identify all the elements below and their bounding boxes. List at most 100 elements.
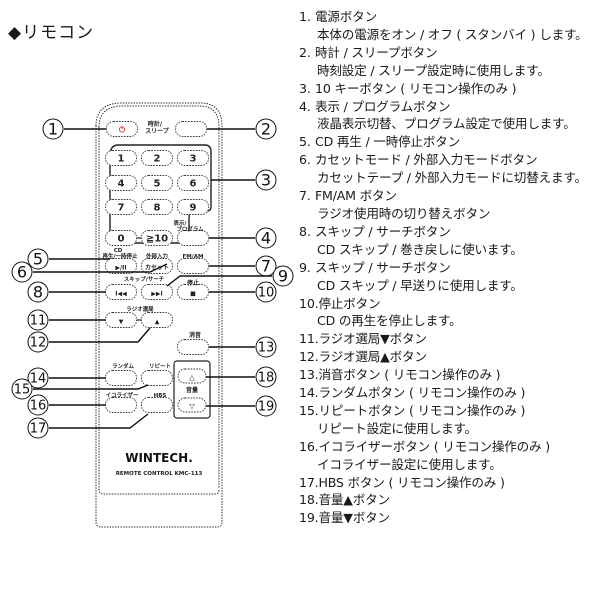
item-number: 18. (299, 492, 319, 508)
callout-circle (272, 265, 294, 287)
play-pause-button-label: ▶/II (115, 265, 126, 272)
random-button-outline (105, 370, 137, 386)
item-title: 電源ボタン (315, 9, 377, 24)
callout-number: 8 (33, 283, 43, 302)
stop-button-outline (177, 284, 209, 300)
callout-1: 1 (42, 118, 106, 140)
key-4[interactable]: 4 (105, 175, 137, 191)
volume-up-button[interactable]: △ (177, 368, 207, 384)
callout-circle (255, 336, 277, 358)
hbs-button[interactable] (141, 397, 173, 413)
callout-number: 15 (14, 383, 31, 398)
callout-circle (255, 395, 277, 417)
skip-back-button[interactable]: I◀◀ (105, 284, 137, 300)
fmam-label: FM/AM (183, 254, 204, 260)
item-number: 13. (299, 367, 319, 383)
callout-14: 14 (27, 367, 106, 389)
hbs-button-outline (141, 397, 173, 413)
equalizer-button[interactable] (105, 397, 137, 413)
key-9[interactable]: 9 (177, 199, 209, 215)
callout-5: 5 (27, 248, 110, 270)
key-10plus[interactable]: ≧10 (141, 230, 173, 246)
item-number: 3. (299, 80, 311, 96)
volume-down-button-outline (177, 397, 207, 413)
description-item: 14. ランダムボタン ( リモコン操作のみ ) (299, 384, 599, 402)
tune-up-button[interactable]: ▲ (141, 312, 173, 328)
key-3-outline (177, 150, 209, 166)
key-2-outline (141, 150, 173, 166)
item-number: 15. (299, 402, 319, 418)
description-item: 16. イコライザーボタン ( リモコン操作のみ ) (299, 438, 599, 456)
key-3[interactable]: 3 (177, 150, 209, 166)
callout-number: 13 (258, 341, 275, 356)
key-5[interactable]: 5 (141, 175, 173, 191)
mute-button[interactable] (177, 339, 209, 355)
callout-number: 18 (258, 371, 275, 386)
clock-sleep-button[interactable] (175, 121, 207, 137)
repeat-button[interactable] (141, 370, 173, 386)
key-10plus-outline (141, 230, 173, 246)
play-pause-button[interactable]: ▶/II (105, 258, 137, 274)
cassette-aux-button[interactable]: カセット (141, 258, 173, 274)
item-description: CD スキップ / 早送りに使用します。 (317, 277, 523, 293)
leader-line (166, 275, 272, 287)
callout-circle (27, 331, 49, 353)
item-description: 液晶表示切替、プログラム設定で使用します。 (317, 116, 576, 132)
key-0[interactable]: 0 (105, 230, 137, 246)
callout-11: 11 (27, 309, 106, 331)
item-title: 10 キーボタン ( リモコン操作のみ ) (315, 80, 517, 96)
item-description: CD スキップ / 巻き戻しに使います。 (317, 241, 523, 257)
callout-number: 11 (30, 314, 47, 329)
description-item: 19. 音量▼ボタン (299, 509, 599, 527)
callout-number: 2 (261, 120, 271, 139)
key-8[interactable]: 8 (141, 199, 173, 215)
callout-7: 7 (209, 255, 277, 277)
callout-number: 14 (30, 372, 47, 387)
description-item: 5. CD 再生 / 一時停止ボタン (299, 133, 599, 151)
callout-number: 4 (261, 229, 271, 248)
description-item: 4. 表示 / プログラムボタン (299, 98, 599, 116)
item-description: リピート設定に使用します。 (317, 420, 477, 436)
leader-line (49, 413, 149, 429)
skip-forward-button[interactable]: ▶▶I (141, 284, 173, 300)
key-2[interactable]: 2 (141, 150, 173, 166)
random-button[interactable] (105, 370, 137, 386)
item-title: 時計 / スリープボタン (315, 44, 438, 60)
brand-logo: WINTECH. (125, 451, 193, 465)
item-number: 4. (299, 98, 311, 114)
description-item: 15. リピートボタン ( リモコン操作のみ ) (299, 402, 599, 420)
key-3-label: 3 (190, 154, 197, 165)
stop-button[interactable]: ■ (177, 284, 209, 300)
volume-down-button[interactable]: ▽ (177, 397, 207, 413)
item-number: 11. (299, 331, 319, 347)
tune-up-button-outline (141, 312, 173, 328)
key-7-label: 7 (118, 203, 125, 214)
description-list: 1. 電源ボタン本体の電源をオン / オフ ( スタンバイ ) します。2. 時… (299, 8, 599, 527)
callout-number: 1 (48, 120, 58, 139)
fmam-button[interactable] (177, 258, 209, 274)
play-pause-label: 再生/一時停止 (102, 252, 138, 260)
callout-2: 2 (207, 118, 277, 140)
display-program-label-2: プログラム (176, 225, 204, 233)
tune-up-button-label: ▲ (155, 319, 160, 326)
item-title: カセットモード / 外部入力モードボタン (315, 152, 538, 168)
item-number: 12. (299, 349, 319, 365)
tune-down-button[interactable]: ▼ (105, 312, 137, 328)
callout-circle (42, 118, 64, 140)
volume-down-button-label: ▽ (189, 403, 195, 411)
item-number: 6. (299, 152, 311, 168)
skip-forward-button-outline (141, 284, 173, 300)
key-6[interactable]: 6 (177, 175, 209, 191)
callout-10: 10 (209, 281, 277, 303)
key-7[interactable]: 7 (105, 199, 137, 215)
key-7-outline (105, 199, 137, 215)
key-1[interactable]: 1 (105, 150, 137, 166)
item-description: ラジオ使用時の切り替えボタン (317, 205, 491, 221)
callout-circle (255, 281, 277, 303)
skip-back-button-label: I◀◀ (115, 291, 127, 298)
power-button[interactable] (106, 121, 138, 137)
leader-line (49, 327, 151, 343)
skip-search-label: スキップ/サーチ (124, 275, 165, 283)
display-program-button[interactable] (177, 230, 209, 246)
callout-6: 6 (11, 261, 168, 283)
